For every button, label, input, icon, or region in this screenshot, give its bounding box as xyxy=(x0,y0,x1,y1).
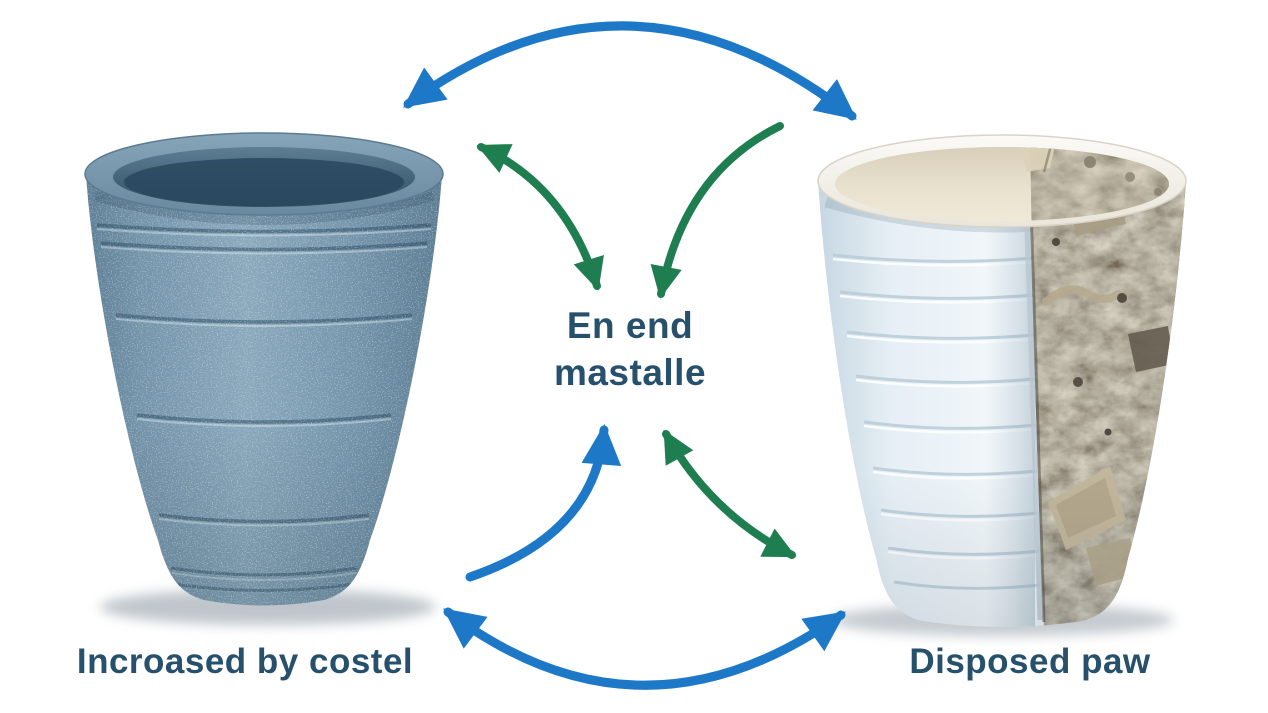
center-label-line2: mastalle xyxy=(553,352,707,393)
cycle-arrows xyxy=(403,21,857,690)
top-cycle-arrow xyxy=(403,21,857,121)
lower-left-blue-arrow xyxy=(465,423,622,582)
lower-right-green-arrow xyxy=(662,429,797,559)
center-label-line1: En end xyxy=(566,305,694,346)
bottom-cycle-arrow xyxy=(443,607,846,690)
upper-right-green-arrow xyxy=(650,122,784,299)
left-cup-label: Incroased by costel xyxy=(76,642,414,681)
left-cup-interior-deep xyxy=(124,158,404,206)
right-cup xyxy=(817,134,1187,627)
center-label: En end mastalle xyxy=(440,302,820,396)
upper-left-green-arrow xyxy=(476,143,604,291)
left-cup xyxy=(84,132,444,606)
right-cup-label: Disposed paw xyxy=(909,642,1151,681)
left-cup-shadow xyxy=(100,589,436,625)
